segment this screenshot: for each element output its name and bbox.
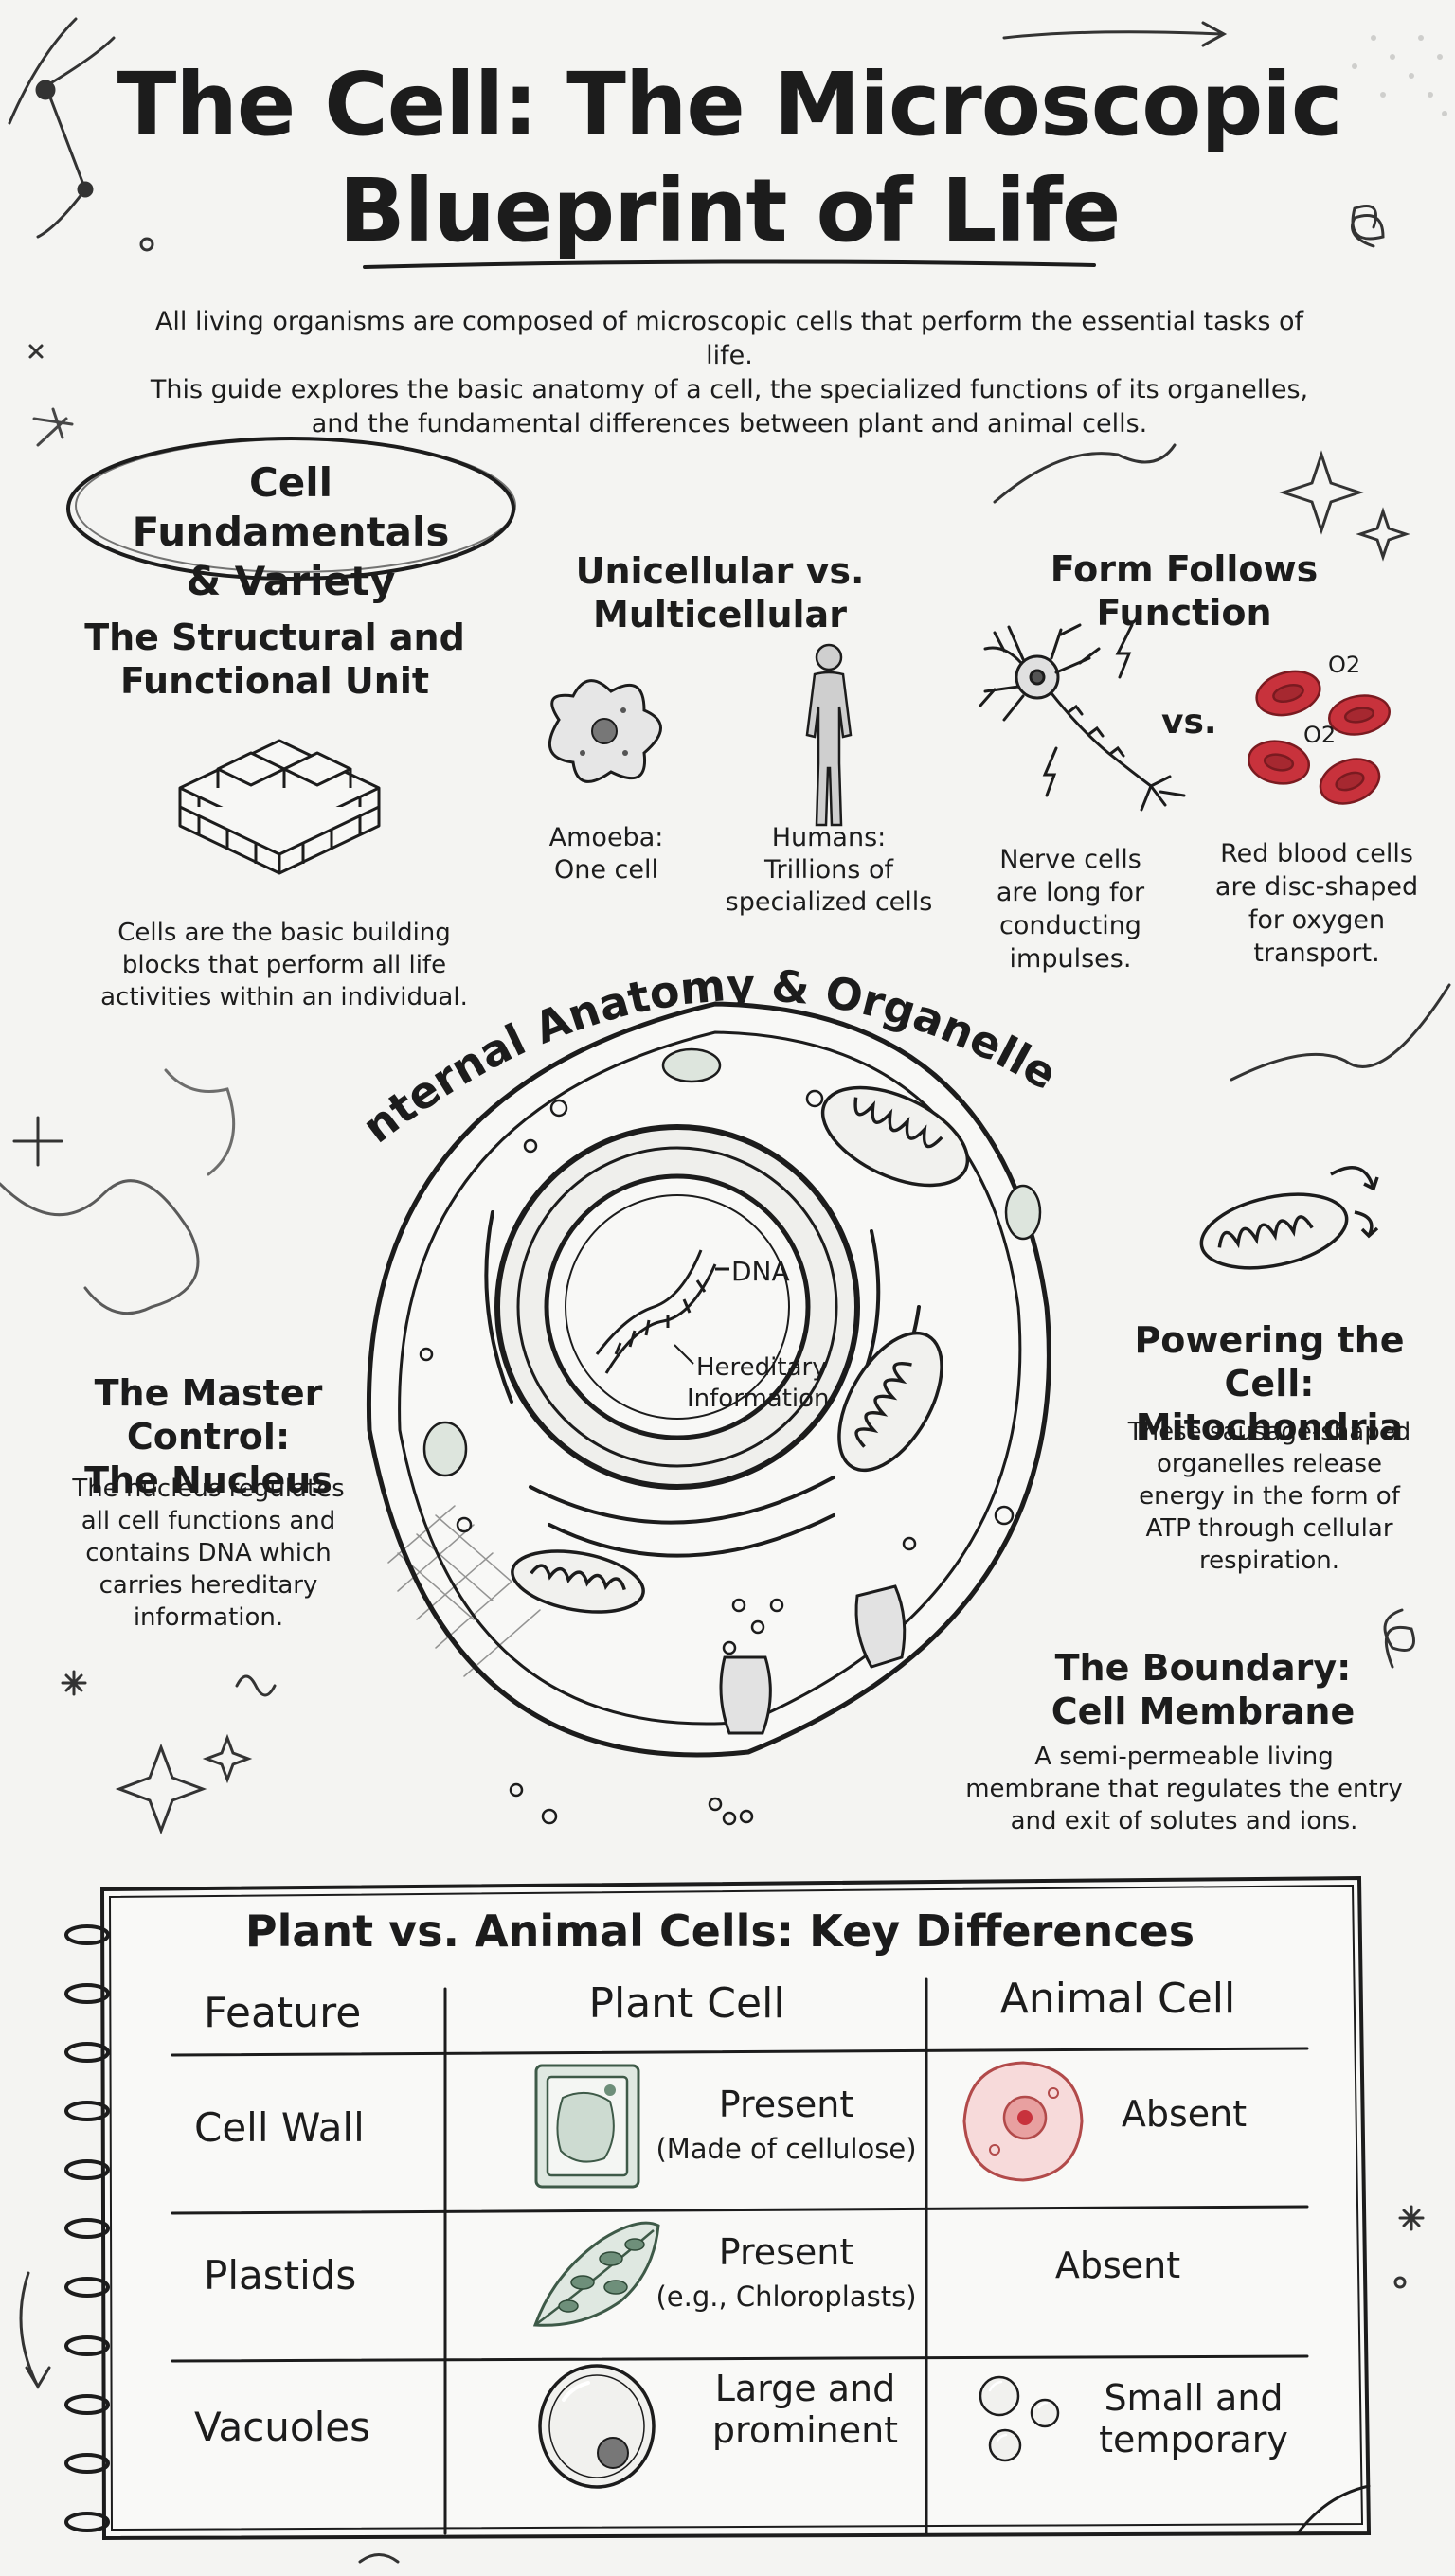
intro-text: All living organisms are composed of mic… [150, 307, 1309, 438]
title-line-1: The Cell: The Microscopic [117, 54, 1343, 155]
mitochondria-text: These sausage-shaped organelles release … [1127, 1418, 1411, 1575]
notebook-frame [64, 1875, 1372, 2541]
form-heading: Form Follows Function [1050, 548, 1319, 634]
fundamentals-badge: Cell Fundamentals & Variety [132, 459, 450, 604]
page-title: The Cell: The Microscopic Blueprint of L… [95, 52, 1364, 264]
vs-label: vs. [1161, 703, 1217, 742]
nerve-label: Nerve cells are long for conducting impu… [996, 845, 1145, 974]
o2-label-1: O2 [1328, 652, 1360, 678]
unicellular-heading: Unicellular vs. Multicellular [575, 550, 865, 635]
animal-cell-icon [962, 2061, 1084, 2182]
nerve-cell-icon [979, 623, 1186, 812]
rbc-label: Red blood cells are disc-shaped for oxyg… [1214, 839, 1419, 968]
title-underline [363, 259, 1096, 269]
mitochondria-heading: Powering the Cell: Mitochondria [1134, 1319, 1405, 1448]
table-row-1-plant: Present (Made of cellulose) [656, 2084, 917, 2165]
hereditary-label-2: Information [687, 1385, 830, 1413]
column-header-animal: Animal Cell [999, 1975, 1236, 2023]
table-row-2-plant: Present (e.g., Chloroplasts) [656, 2231, 917, 2313]
hereditary-label-1: Hereditary [696, 1353, 827, 1382]
comparison-title: Plant vs. Animal Cells: Key Differences [244, 1905, 1195, 1957]
unit-text: Cells are the basic building blocks that… [100, 919, 468, 1011]
nucleus-text: The nucleus regulates all cell functions… [72, 1475, 345, 1632]
nucleus-heading: The Master Control: The Nucleus [84, 1372, 332, 1501]
leaf-chloroplast-icon [532, 2221, 660, 2327]
table-row-2-feature: Plastids [204, 2252, 357, 2299]
column-header-plant: Plant Cell [588, 1979, 785, 2028]
table-row-1-animal: Absent [1121, 2093, 1248, 2135]
mitochondrion-icon [1199, 1166, 1379, 1270]
floating-dots [509, 1782, 754, 1826]
unit-heading: The Structural and Functional Unit [84, 617, 465, 702]
table-row-3-feature: Vacuoles [194, 2404, 371, 2450]
amoeba-icon [548, 679, 662, 783]
dna-label: DNA [731, 1256, 790, 1287]
table-row-2-animal: Absent [1054, 2245, 1181, 2286]
title-line-2: Blueprint of Life [338, 160, 1122, 261]
plant-cell-wall-icon [534, 2064, 640, 2189]
building-blocks-icon [178, 739, 381, 875]
o2-label-2: O2 [1303, 722, 1336, 748]
cell-diagram: Internal Anatomy & Organelles [341, 900, 1066, 1758]
human-figure-icon [805, 643, 853, 827]
small-vacuoles-icon [979, 2375, 1060, 2462]
large-vacuole-icon [538, 2364, 656, 2489]
table-row-1-feature: Cell Wall [194, 2104, 365, 2151]
amoeba-label: Amoeba: One cell [548, 823, 664, 885]
column-header-feature: Feature [204, 1989, 362, 2037]
table-row-3-animal: Small and temporary [1099, 2377, 1288, 2460]
membrane-text: A semi-permeable living membrane that re… [965, 1743, 1403, 1835]
humans-label: Humans: Trillions of specialized cells [725, 823, 933, 917]
fundamentals-badge-ellipse [66, 437, 516, 581]
red-blood-cells-icon: O2 O2 [1248, 652, 1391, 805]
table-row-3-plant: Large and prominent [711, 2368, 899, 2451]
membrane-heading: The Boundary: Cell Membrane [1051, 1647, 1356, 1732]
